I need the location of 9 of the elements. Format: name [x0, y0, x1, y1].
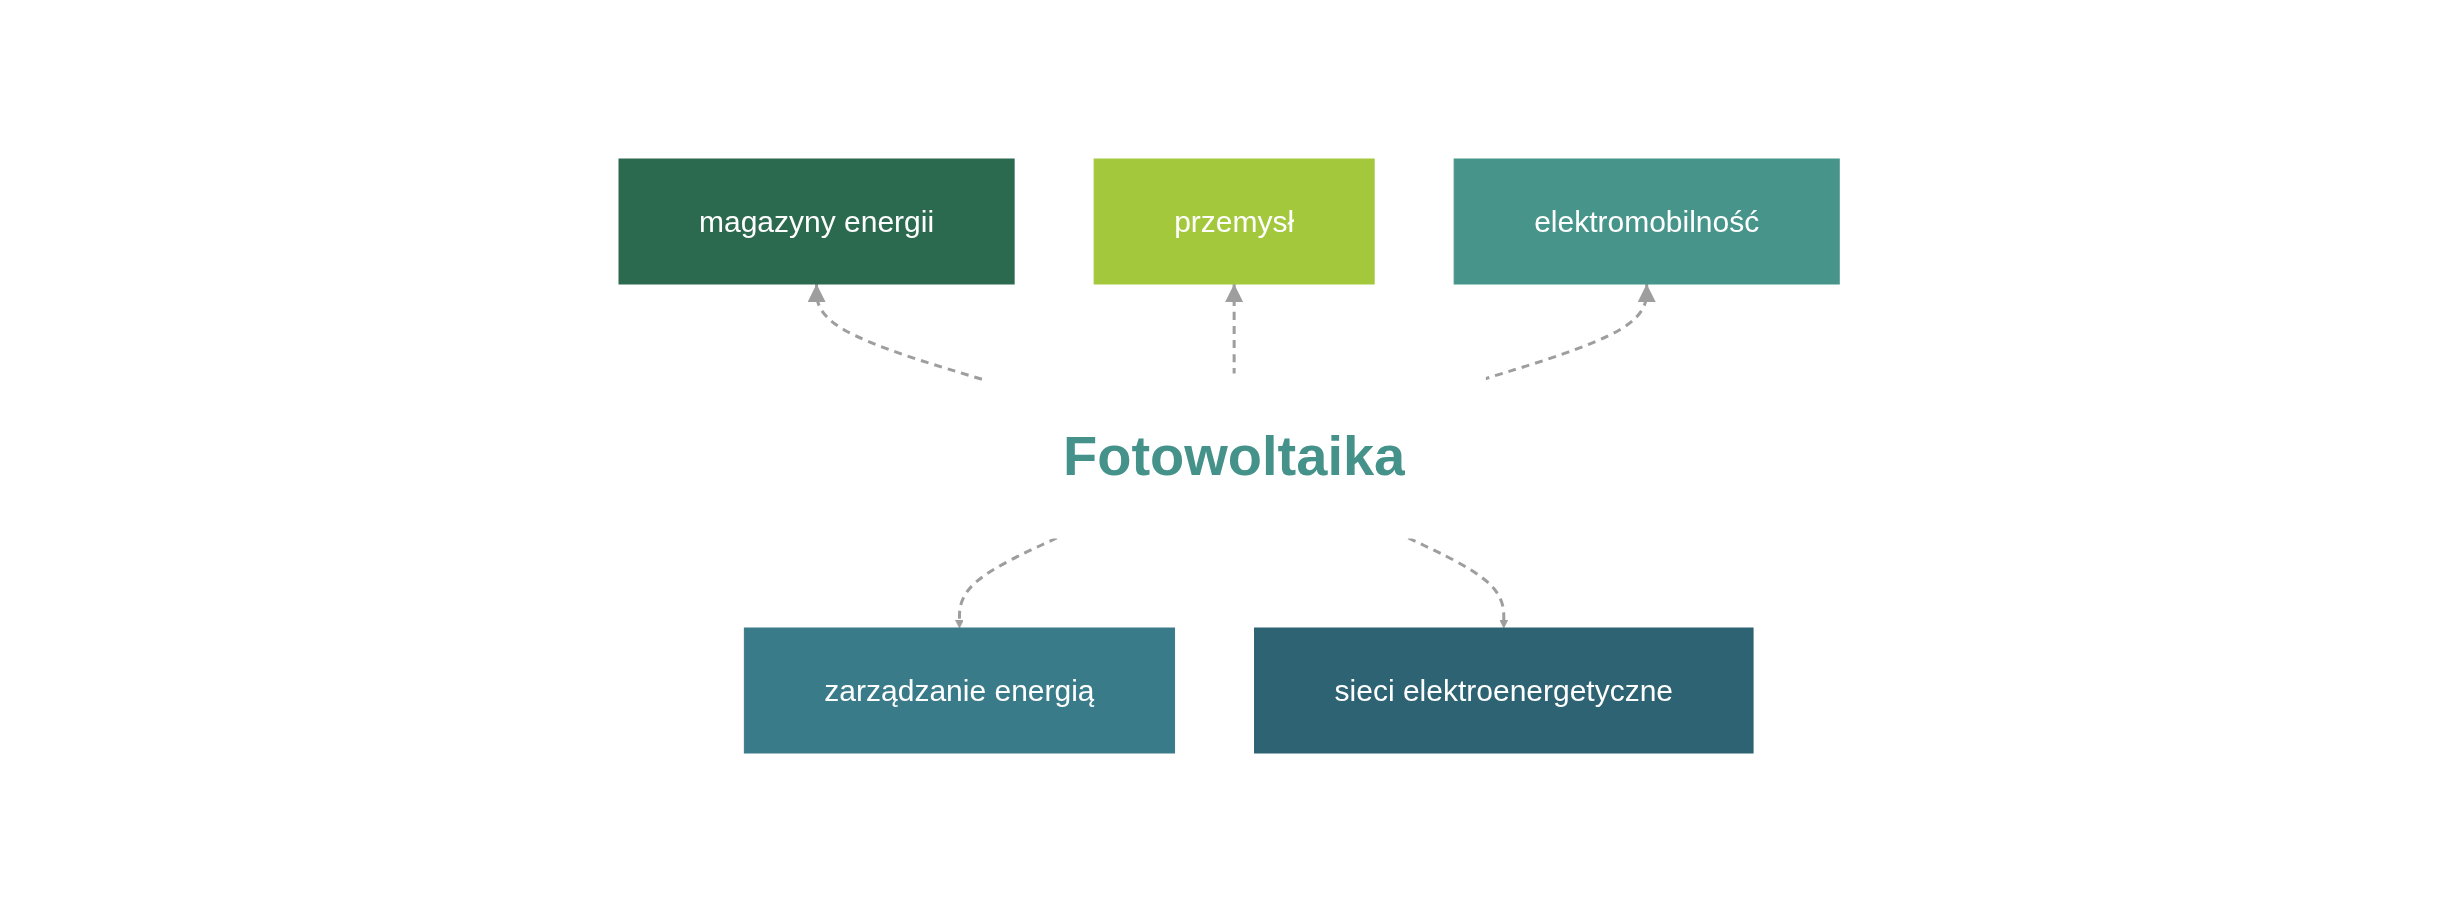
node-box: zarządzanie energią — [743, 627, 1175, 754]
node-box: sieci elektroenergetyczne — [1253, 627, 1754, 754]
node-box: przemysł — [1093, 158, 1375, 285]
arrow — [807, 284, 984, 382]
arrow — [1484, 284, 1656, 381]
arrow — [1225, 284, 1243, 374]
node-box: magazyny energii — [618, 158, 1015, 285]
node-text: Fotowoltaika — [1062, 424, 1406, 487]
node-box: elektromobilność — [1453, 158, 1840, 285]
